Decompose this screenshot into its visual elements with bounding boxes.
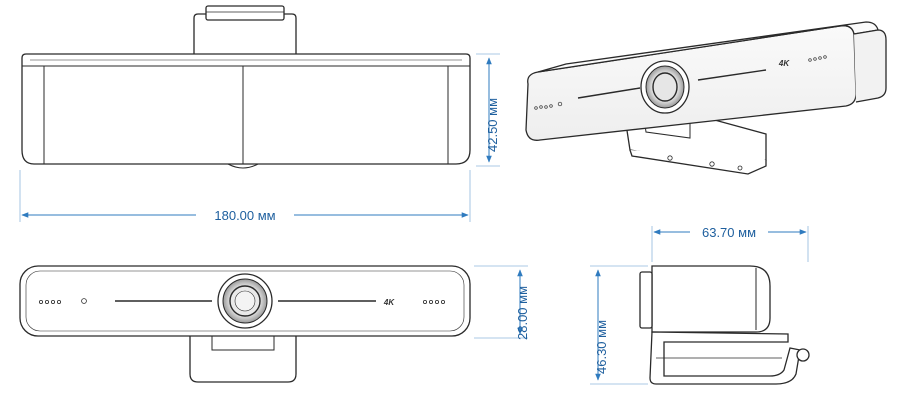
side-view-base [649, 331, 801, 385]
front-view-mount [189, 334, 297, 383]
perspective-view [525, 21, 887, 175]
front-led-dots-right-icon [422, 299, 445, 304]
side-height-label: 46.30 мм [594, 320, 609, 374]
side-depth-label: 63.70 мм [702, 225, 756, 240]
perspective-lens-icon [640, 60, 690, 114]
width-dimension: 180.00 мм [19, 170, 471, 223]
front-view [19, 265, 471, 383]
perspective-body [525, 25, 857, 141]
front-4k-logo: 4K [383, 298, 395, 307]
side-height-dimension: 46.30 мм [590, 265, 648, 385]
perspective-4k-logo: 4K [778, 59, 790, 68]
side-view-clip [796, 348, 810, 362]
depth-label: 42.50 мм [485, 98, 500, 152]
height-label: 28.00 мм [515, 286, 530, 340]
depth-dimension: 42.50 мм [476, 53, 500, 167]
front-lens-icon [217, 273, 273, 329]
top-view-mount-cap [205, 5, 285, 21]
side-view [639, 265, 810, 385]
top-view-body [21, 53, 471, 165]
front-led-dots-left-icon [39, 298, 87, 304]
perspective-led-dots-icon [534, 55, 827, 110]
height-dimension: 28.00 мм [474, 265, 530, 340]
side-depth-dimension: 63.70 мм [651, 225, 809, 262]
side-view-head [651, 265, 771, 333]
top-view [21, 5, 471, 169]
width-label: 180.00 мм [214, 208, 275, 223]
